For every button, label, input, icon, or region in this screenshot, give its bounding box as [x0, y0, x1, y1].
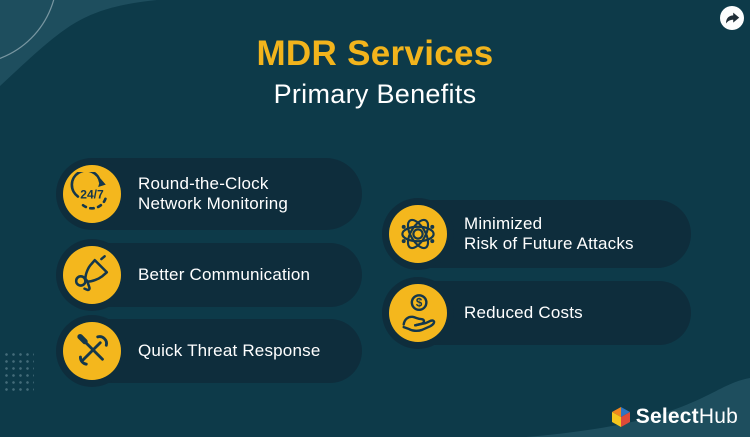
benefit-label: Minimized Risk of Future Attacks [464, 214, 634, 254]
benefit-card-minimized-risk: Minimized Risk of Future Attacks [382, 198, 691, 270]
benefit-card-reduced-costs: $ Reduced Costs [382, 277, 691, 349]
page-title: MDR Services [256, 34, 494, 73]
benefit-card-round-the-clock: 24/7 Round-the-Clock Network Monitoring [56, 158, 362, 230]
page-subtitle: Primary Benefits [273, 79, 477, 109]
benefit-label: Reduced Costs [464, 303, 583, 323]
benefit-card-quick-threat-response: Quick Threat Response [56, 315, 362, 387]
svg-text:24/7: 24/7 [80, 187, 104, 201]
benefit-label: Quick Threat Response [138, 341, 320, 361]
logo-text-regular: Hub [698, 405, 738, 428]
benefit-label-line: Quick Threat Response [138, 341, 321, 360]
24-7-monitoring-icon: 24/7 [63, 165, 121, 223]
selecthub-logo: SelectHub [611, 405, 738, 429]
corner-blob-decoration [0, 0, 157, 86]
atom-icon [389, 205, 447, 263]
svg-text:$: $ [416, 298, 423, 310]
benefit-label-line: Round-the-Clock [138, 174, 269, 193]
selecthub-cube-icon [611, 407, 630, 427]
benefit-label-line: Minimized [464, 214, 543, 233]
bottom-wave-decoration [526, 378, 750, 437]
selecthub-wordmark: SelectHub [636, 405, 738, 429]
benefit-label-line: Better Communication [138, 265, 311, 284]
megaphone-icon [63, 246, 121, 304]
tools-icon [63, 322, 121, 380]
logo-text-bold: Select [635, 405, 699, 428]
hand-coin-icon: $ [389, 284, 447, 342]
share-button[interactable] [720, 6, 744, 30]
benefit-label-line: Reduced Costs [464, 303, 583, 322]
dot-grid-decoration [3, 351, 34, 394]
benefit-label-line: Network Monitoring [138, 194, 289, 213]
benefit-label: Round-the-Clock Network Monitoring [138, 174, 288, 214]
header: MDR Services Primary Benefits [0, 34, 750, 110]
benefit-card-better-communication: Better Communication [56, 239, 362, 311]
share-forward-arrow-icon [725, 12, 739, 23]
benefit-label: Better Communication [138, 265, 310, 285]
benefit-label-line: Risk of Future Attacks [464, 234, 634, 253]
